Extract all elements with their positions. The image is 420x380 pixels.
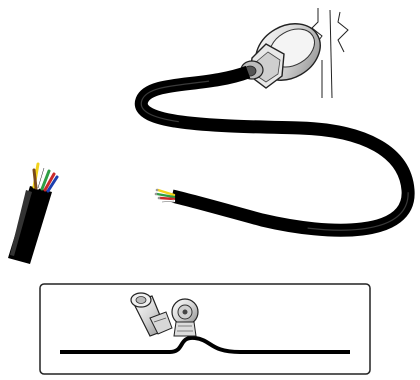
cable-gland-connector (240, 23, 321, 89)
cable-cross-section (8, 162, 59, 264)
cable-detail-inset (39, 283, 371, 375)
multi-conductor-cable (134, 65, 415, 237)
cable-end-conductors (154, 188, 176, 204)
inset-connector-right (171, 298, 199, 337)
inset-connector-left (130, 292, 173, 337)
